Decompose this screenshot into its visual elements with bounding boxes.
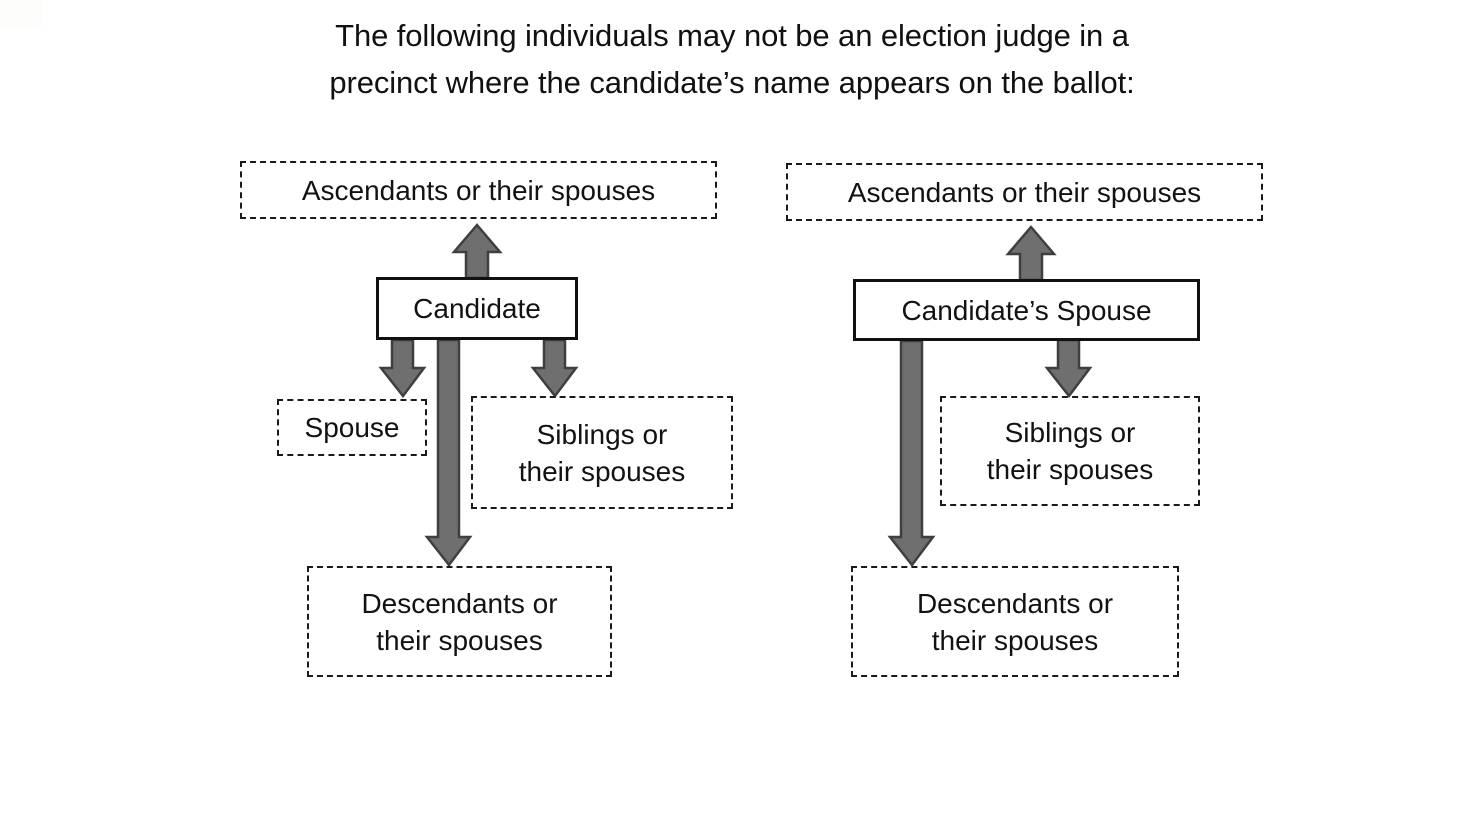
box-spouse-ascendants[interactable]: Ascendants or their spouses <box>786 163 1263 221</box>
arrow-down-spouse-to-siblings <box>1044 338 1093 399</box>
box-candidate-root[interactable]: Candidate <box>376 277 578 340</box>
page-title: The following individuals may not be an … <box>232 12 1232 106</box>
title-line-2: precinct where the candidate’s name appe… <box>329 65 1135 100</box>
arrow-up-spouse-to-ascendants <box>1005 225 1057 282</box>
title-line-1: The following individuals may not be an … <box>335 18 1129 53</box>
corner-artifact <box>0 0 42 28</box>
arrow-down-spouse-to-descendants <box>887 339 936 568</box>
box-spouse-root[interactable]: Candidate’s Spouse <box>853 279 1200 341</box>
box-spouse-siblings[interactable]: Siblings or their spouses <box>940 396 1200 506</box>
arrow-down-candidate-to-descendants <box>424 338 473 568</box>
arrow-down-candidate-to-spouse <box>378 338 427 399</box>
box-candidate-siblings[interactable]: Siblings or their spouses <box>471 396 733 509</box>
arrow-down-candidate-to-siblings <box>530 338 579 399</box>
box-candidate-spouse[interactable]: Spouse <box>277 399 427 456</box>
box-spouse-descendants[interactable]: Descendants or their spouses <box>851 566 1179 677</box>
arrow-up-candidate-to-ascendants <box>451 223 503 280</box>
box-candidate-descendants[interactable]: Descendants or their spouses <box>307 566 612 677</box>
box-candidate-ascendants[interactable]: Ascendants or their spouses <box>240 161 717 219</box>
